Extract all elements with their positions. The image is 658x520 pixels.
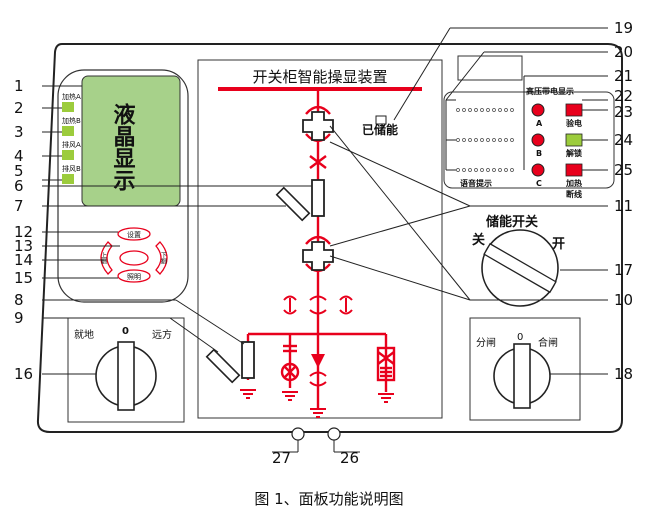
indicator-fan-b-label: 排风B [62, 164, 81, 173]
callout-22: 22 [614, 87, 633, 105]
light-key[interactable] [117, 269, 151, 283]
indicator-heat-a-led [62, 102, 74, 112]
callout-23: 23 [614, 103, 633, 121]
unlock-label: 解锁 [566, 148, 582, 158]
phase-indicators: A B C [531, 103, 545, 188]
remote-label: 远方 [152, 328, 172, 341]
callout-26: 26 [340, 449, 359, 467]
callout-24: 24 [614, 131, 633, 149]
device-title: 开关柜智能操显装置 [252, 68, 387, 86]
up-key[interactable] [100, 241, 113, 275]
open-label: 分闸 [476, 336, 496, 349]
indicator-fan-a-label: 排风A [62, 140, 81, 149]
callout-8: 8 [14, 291, 24, 309]
current-transformers [283, 295, 353, 315]
callout-14: 14 [14, 251, 33, 269]
phase-a-lamp [531, 103, 545, 117]
energy-switch-handle[interactable] [483, 242, 557, 294]
callout-9: 9 [14, 309, 24, 327]
down-key-label: 下翻 [160, 252, 167, 265]
callout-numbers: 1 2 3 4 5 6 7 8 9 10 11 12 13 14 15 16 1… [14, 19, 633, 467]
set-key[interactable] [117, 227, 151, 241]
feeder-ct-lower [309, 371, 327, 387]
callout-7: 7 [14, 197, 24, 215]
breaker-tilted [275, 186, 311, 222]
upper-isolator [302, 111, 334, 141]
callout-13: 13 [14, 237, 33, 255]
callout-1: 1 [14, 77, 24, 95]
local-label: 就地 [74, 328, 94, 341]
callout-2: 2 [14, 99, 24, 117]
callout-16: 16 [14, 365, 33, 383]
callout-27: 27 [272, 449, 291, 467]
phase-a-label: A [536, 119, 543, 128]
top-right-window [457, 55, 523, 81]
phase-c-lamp [531, 163, 545, 177]
open-close-handle[interactable] [513, 343, 531, 409]
voice-dots [456, 108, 514, 172]
callout-25: 25 [614, 161, 633, 179]
callout-19: 19 [614, 19, 633, 37]
close-label: 合闸 [538, 336, 558, 349]
center-key[interactable] [119, 250, 149, 266]
unlock-led [565, 133, 583, 147]
earthing-switch-tilted [205, 348, 241, 384]
down-key[interactable] [155, 241, 168, 275]
callout-21: 21 [614, 67, 633, 85]
energy-switch-title: 储能开关 [485, 214, 538, 230]
feeder-arrow [311, 354, 325, 368]
indicator-heat-b-label: 加热B [62, 116, 81, 125]
earthing-switch-box [241, 341, 255, 379]
bottom-port-27[interactable] [291, 427, 305, 441]
lower-isolator [302, 241, 334, 271]
heat-off-label-2: 断线 [566, 189, 582, 199]
breaker-box [311, 179, 325, 217]
bottom-port-26[interactable] [327, 427, 341, 441]
left-indicators: 加热A 加热B 排风A 排风B [62, 92, 81, 184]
local-remote-handle[interactable] [117, 341, 135, 411]
callout-17: 17 [614, 261, 633, 279]
inspect-label: 验电 [566, 118, 582, 128]
indicator-fan-b-led [62, 174, 74, 184]
voice-label: 语音提示 [460, 178, 492, 188]
lcd-label: 液晶显示 [110, 102, 136, 192]
up-key-label: 上翻 [100, 251, 107, 265]
hv-label: 高压带电显示 [526, 86, 574, 96]
local-remote-zero: 0 [122, 326, 129, 337]
stored-energy-led [375, 115, 387, 125]
figure-caption: 图 1、面板功能说明图 [254, 490, 404, 508]
phase-b-label: B [536, 149, 542, 158]
ground-symbols [240, 389, 394, 418]
energy-switch-on: 开 [552, 237, 565, 252]
callout-5: 5 [14, 162, 24, 180]
callout-6: 6 [14, 177, 24, 195]
callout-20: 20 [614, 43, 633, 61]
stored-energy-label: 已储能 [362, 122, 398, 137]
callout-18: 18 [614, 365, 633, 383]
indicator-fan-a-led [62, 150, 74, 160]
set-key-label: 设置 [127, 230, 141, 239]
indicator-heat-a-label: 加热A [62, 92, 81, 101]
light-key-label: 照明 [127, 273, 141, 281]
keypad: 设置 上翻 下翻 照明 [100, 227, 168, 283]
inspect-led [565, 103, 583, 117]
open-close-zero: 0 [517, 332, 523, 343]
indicator-heat-b-led [62, 126, 74, 136]
callout-10: 10 [614, 291, 633, 309]
heat-off-led [565, 163, 583, 177]
callout-11: 11 [614, 197, 633, 215]
heat-off-label-1: 加热 [565, 178, 582, 188]
phase-b-lamp [531, 133, 545, 147]
callout-12: 12 [14, 223, 33, 241]
leader-lines [42, 27, 608, 453]
callout-3: 3 [14, 123, 24, 141]
callout-15: 15 [14, 269, 33, 287]
phase-c-label: C [536, 179, 542, 188]
callout-4: 4 [14, 147, 24, 165]
energy-switch-off: 关 [472, 232, 485, 248]
